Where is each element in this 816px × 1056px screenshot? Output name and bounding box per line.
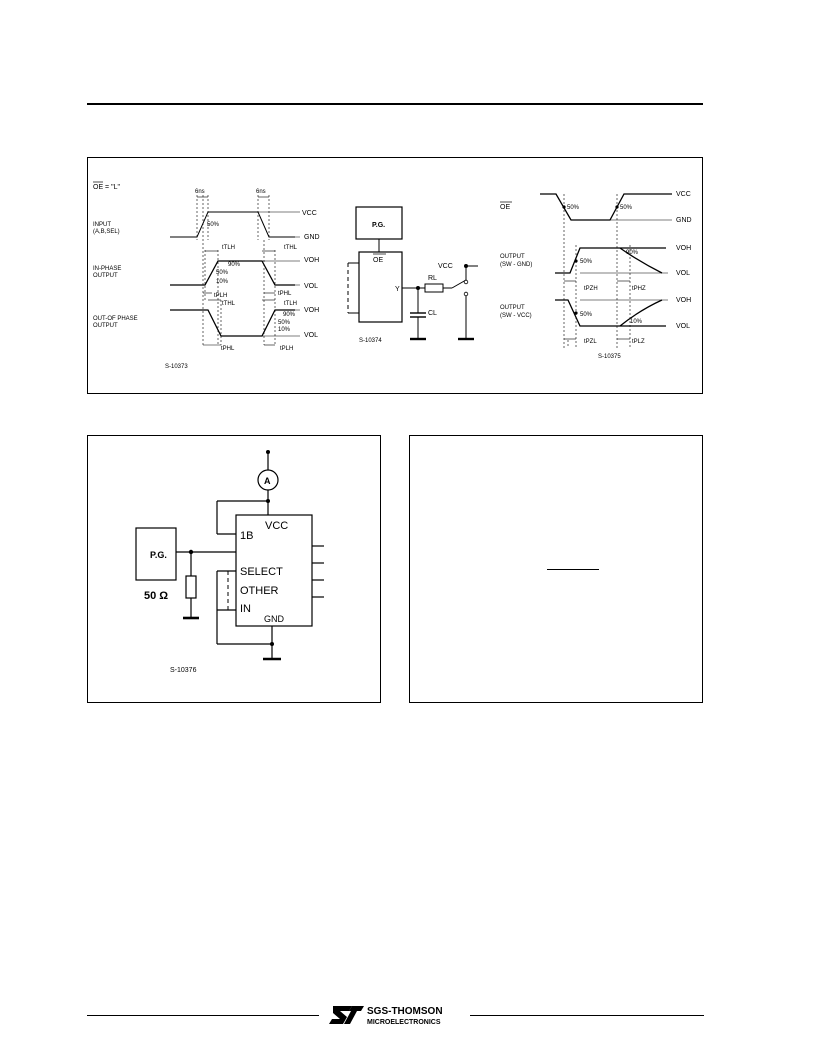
st-logo-mark [329,1006,364,1024]
vol-label: VOL [304,283,318,290]
vcc-label: VCC [302,210,317,217]
figure-ref-left: S-10373 [165,364,188,370]
in-pin-label: IN [240,603,251,615]
blank-panel [409,435,703,703]
cl-label: CL [428,310,437,317]
outphase-50-label: 50% [278,320,291,326]
inphase-label-output: OUTPUT [93,273,118,279]
gnd-label-right: GND [676,217,692,224]
outphase-label-output: OUTPUT [93,323,118,329]
figure-ref-icc: S-10376 [170,667,197,674]
pg-label: P.G. [372,222,385,229]
oe-fall-50-label: 50% [567,205,580,211]
voh-label: VOH [304,257,319,264]
voh-label-right-2: VOH [676,297,691,304]
pin-1b-label: 1B [240,530,253,542]
oe-low-label: OE = "L" [93,184,120,191]
ammeter-label: A [264,476,271,486]
fall-time-label: 6ns [256,189,266,195]
vcc-supply-label: VCC [438,263,453,270]
dut-box [358,251,403,323]
oe-rise-50-label: 50% [620,205,633,211]
ttlh-label: tTLH [222,245,235,251]
inphase-label: IN-PHASE [93,266,121,272]
figure-ref-middle: S-10374 [359,338,382,344]
tthl-label-2: tTHL [222,301,236,307]
tplh-label: tPLH [214,293,227,299]
out-vcc-10-label: 10% [630,319,643,325]
tphz-label: tPHZ [632,286,646,292]
figure-ref-right: S-10375 [598,354,621,360]
gnd-pin-label: GND [264,614,285,624]
vcc-pin-label: VCC [265,520,288,532]
outphase-90-label: 90% [283,312,296,318]
vol-label-right-2: VOL [676,323,690,330]
outphase-label: OUT-OF PHASE [93,316,138,322]
inphase-90-label: 90% [228,262,241,268]
out-vcc-50-label: 50% [580,312,593,318]
input-label: INPUT [93,222,111,228]
voh-label-right: VOH [676,245,691,252]
voh-label-2: VOH [304,307,319,314]
pulse-generator-box-2 [135,527,177,581]
y-pin-label: Y [395,286,400,293]
vcc-label-right: VCC [676,191,691,198]
tpzl-label: tPZL [584,339,597,345]
out-gnd-50-label: 50% [580,259,593,265]
tpzh-label: tPZH [584,286,598,292]
header-rule [87,103,703,105]
blank-panel-line [547,569,599,570]
icc-test-panel [87,435,381,703]
tthl-label: tTHL [284,245,298,251]
vol-label-right: VOL [676,270,690,277]
tphl-label-2: tPHL [221,346,235,352]
rise-time-label: 6ns [195,189,205,195]
vol-label-2: VOL [304,332,318,339]
tplh-label-2: tPLH [280,346,293,352]
output-vcc-condition: (SW - VCC) [500,313,532,319]
rl-label: RL [428,275,437,282]
resistor-value-label: 50 Ω [144,590,168,602]
oe-pin-label: OE [373,257,383,264]
tphl-label: tPHL [278,291,292,297]
footer-rule-left [87,1015,319,1016]
timing-panel [87,157,703,394]
other-pin-label: OTHER [240,585,279,597]
out-gnd-90-label: 90% [626,250,639,256]
output-vcc-label: OUTPUT [500,305,525,311]
oe-waveform [540,193,672,221]
out-vcc-waveform [555,299,666,327]
outphase-10-label: 10% [278,327,291,333]
select-pin-label: SELECT [240,566,283,578]
footer-rule-right [470,1015,704,1016]
company-division: MICROELECTRONICS [367,1019,441,1026]
output-gnd-condition: (SW - GND) [500,262,532,268]
pg-label-2: P.G. [150,550,167,560]
oe-waveform-label: OE [500,204,510,211]
input-50-label: 50% [207,222,220,228]
input-label-pins: (A,B,SEL) [93,229,120,235]
output-gnd-label: OUTPUT [500,254,525,260]
ttlh-label-2: tTLH [284,301,297,307]
gnd-label: GND [304,234,320,241]
company-name: SGS-THOMSON [367,1006,443,1017]
inphase-50-label: 50% [216,270,229,276]
tplz-label: tPLZ [632,339,645,345]
inphase-10-label: 10% [216,279,229,285]
